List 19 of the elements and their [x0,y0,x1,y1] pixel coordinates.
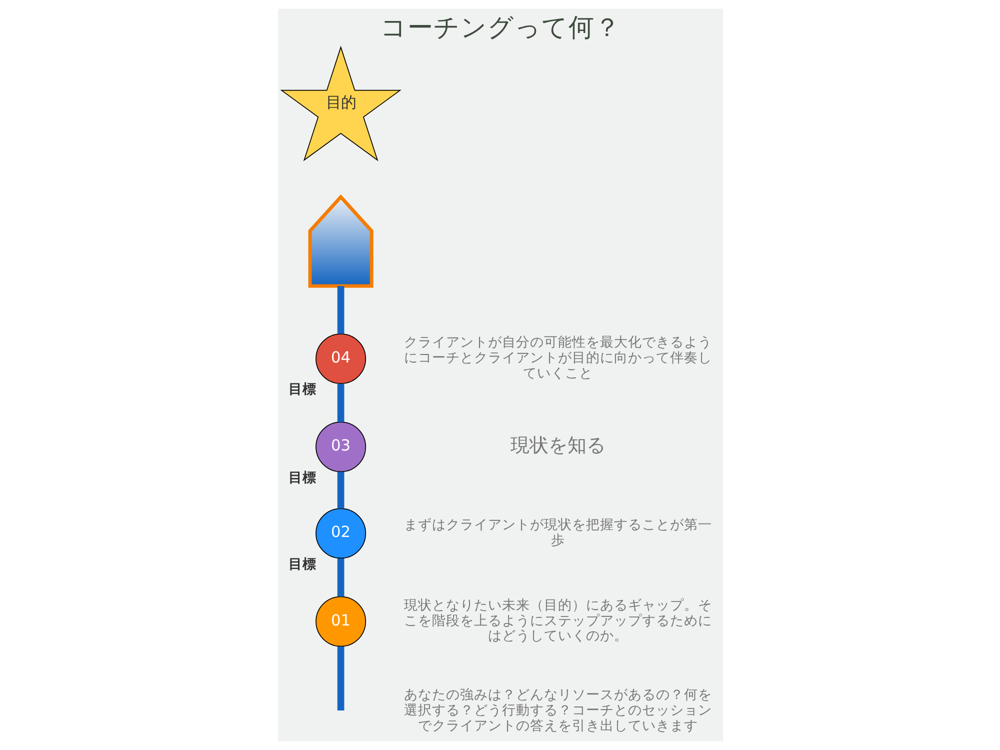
connector [336,646,344,710]
connector [336,472,344,508]
node-circle: 04 [315,333,366,384]
connector [336,286,344,334]
node-circle: 03 [315,422,366,472]
node-label: 目標 [288,556,316,572]
node-circle: 02 [315,508,366,559]
diagram-title: コーチングって何？ [380,13,620,44]
node-picture [308,194,373,288]
label: あなたの強みは？どんなリソースがあるの？何を選択する？どう行動する？コーチとのセッションでクライアントの答えを引き出していきます [404,687,712,734]
connector [336,558,344,597]
label: クライアントが自分の可能性を最大化できるようにコーチとクライアントが目的に向かって伴奏していくこと [404,334,712,382]
label: 現状を知る [510,436,606,457]
label: まずはクライアントが現状を把握することが第一歩 [404,516,712,548]
node-label: 目標 [288,470,316,486]
label: 現状となりたい未来（目的）にあるギャップ。そこを階段を上るようにステップアップするためにはどうしていくのか。 [404,597,712,644]
node-circle: 01 [315,596,366,647]
node-label: 目標 [288,382,316,398]
connector [336,384,344,422]
